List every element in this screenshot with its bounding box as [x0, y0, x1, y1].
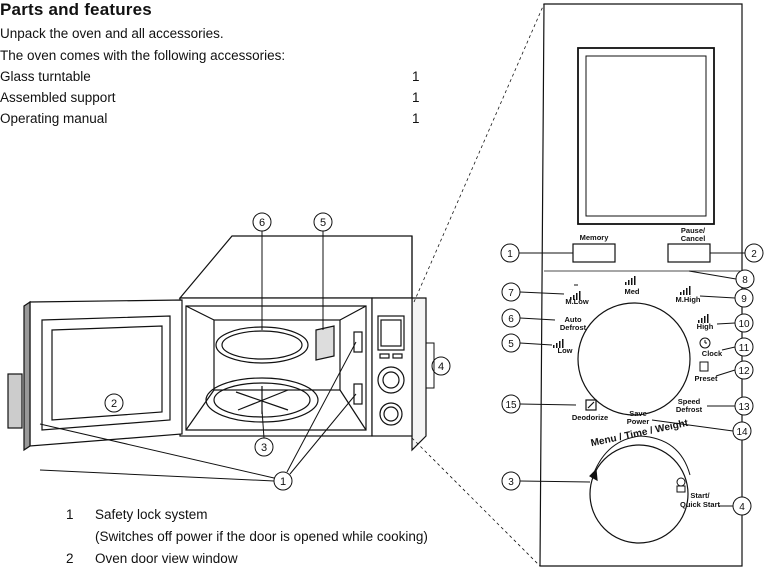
oven-illustration [7, 235, 427, 452]
parts-list-number: 2 [66, 551, 74, 566]
callout-label: 8 [742, 275, 748, 286]
clock-label: Clock [702, 349, 723, 358]
accessory-qty: 1 [412, 69, 420, 84]
callout-label: 4 [438, 361, 444, 373]
m-high-label: M.High [676, 295, 701, 304]
callout-label: 2 [751, 249, 757, 260]
save-power-label: Power [627, 417, 650, 426]
high-label: High [697, 322, 714, 331]
accessory-qty: 1 [412, 111, 420, 126]
intro-line: Unpack the oven and all accessories. [0, 26, 224, 41]
callout-label: 7 [508, 288, 514, 299]
m-low-label: M.Low [565, 297, 588, 306]
accessory-name: Glass turntable [0, 69, 91, 84]
memory-label: Memory [580, 233, 610, 242]
section-title: Parts and features [0, 0, 152, 19]
pause-cancel-label: Pause/ [681, 226, 706, 235]
panel-callout-leaders [519, 252, 745, 507]
callout-label: 12 [738, 366, 750, 377]
parts-list-number: 1 [66, 507, 74, 522]
save-power-label: Save [629, 409, 647, 418]
callout-label: 10 [738, 319, 750, 330]
start-label: Start/ [690, 491, 710, 500]
speed-defrost-label: Speed [678, 397, 701, 406]
callout-label: 1 [507, 249, 513, 260]
parts-list-text: Safety lock system [95, 507, 208, 522]
accessory-qty: 1 [412, 90, 420, 105]
pause-cancel-label: Cancel [681, 234, 706, 243]
start-label: Quick Start [680, 500, 721, 509]
parts-list-text: Oven door view window [95, 551, 238, 566]
callout-label: 5 [320, 217, 326, 229]
auto-defrost-label: Auto [564, 315, 581, 324]
accessory-name: Assembled support [0, 90, 116, 105]
med-label: Med [625, 287, 640, 296]
panel-callout-circles [500, 243, 764, 516]
auto-defrost-label: Defrost [560, 323, 587, 332]
accessory-name: Operating manual [0, 111, 108, 126]
power-level-icons [553, 276, 709, 348]
callout-label: 1 [280, 476, 286, 488]
callout-label: 3 [261, 442, 267, 454]
callout-label: 14 [736, 427, 748, 438]
callout-label: 3 [508, 477, 514, 488]
callout-label: 5 [508, 339, 514, 350]
callout-label: 11 [739, 343, 750, 354]
preset-label: Preset [695, 374, 718, 383]
callout-label: 2 [111, 398, 117, 410]
callout-label: 4 [739, 502, 745, 513]
intro-line: The oven comes with the following access… [0, 48, 286, 63]
deodorize-label: Deodorize [572, 413, 608, 422]
parts-list-subtext: (Switches off power if the door is opene… [95, 529, 428, 544]
callout-label: 13 [738, 402, 750, 413]
callout-label: 6 [259, 217, 265, 229]
callout-label: 15 [505, 400, 517, 411]
low-label: Low [558, 346, 573, 355]
speed-defrost-label: Defrost [676, 405, 703, 414]
callout-label: 9 [741, 294, 747, 305]
oven-callouts [39, 212, 451, 491]
callout-label: 6 [508, 314, 514, 325]
